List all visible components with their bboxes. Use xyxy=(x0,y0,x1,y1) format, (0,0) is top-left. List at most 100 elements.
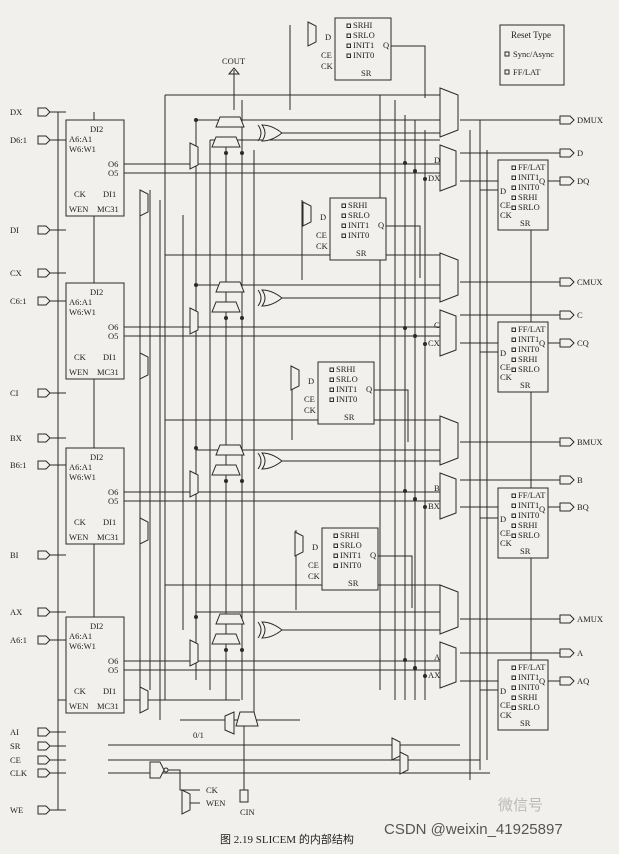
lut-addr: A6:A1 xyxy=(69,134,92,144)
option-box xyxy=(511,705,516,710)
xor-gate xyxy=(261,621,283,639)
option-srlo: SRLO xyxy=(353,30,375,40)
lut-mux xyxy=(139,686,149,714)
reg-d: D xyxy=(325,32,331,42)
lut-wen: WEN xyxy=(69,367,88,377)
reg-sr: SR xyxy=(348,578,359,588)
junction-dot xyxy=(194,283,198,287)
option-box xyxy=(511,367,516,372)
carry-mux xyxy=(215,444,245,456)
reg-input-mux xyxy=(302,201,312,227)
cout-label: COUT xyxy=(222,56,246,66)
reg-ce: CE xyxy=(321,50,332,60)
output-mux xyxy=(439,584,459,635)
output-chevron xyxy=(559,148,575,158)
input-port-b61: B6:1 xyxy=(10,460,66,470)
reg-sr: SR xyxy=(520,380,531,390)
reg-q-wire xyxy=(391,45,426,98)
lut-waddr: W6:W1 xyxy=(69,307,96,317)
junction-dot xyxy=(423,505,427,509)
input-chevron xyxy=(37,107,51,117)
register-box xyxy=(317,361,375,425)
mux-label: AX xyxy=(428,670,440,680)
option-box xyxy=(341,203,346,208)
reg-q: Q xyxy=(378,220,384,230)
carry-stage-c: CXC xyxy=(189,252,459,357)
option-box xyxy=(511,195,516,200)
option-box xyxy=(511,695,516,700)
input-label: B6:1 xyxy=(10,460,27,470)
lut-waddr: W6:W1 xyxy=(69,641,96,651)
junction-dot xyxy=(403,489,407,493)
input-port-d61: D6:1 xyxy=(10,135,66,145)
output-port-c: C xyxy=(460,310,583,320)
carry-node-label: B xyxy=(434,483,440,493)
lut-ck: CK xyxy=(74,352,87,362)
reg-d: D xyxy=(500,686,506,696)
option-ff-lat: FF/LAT xyxy=(518,162,546,172)
carry-stage-d: DXD xyxy=(189,87,459,192)
output-chevron xyxy=(559,115,575,125)
lut-mc31: MC31 xyxy=(97,701,119,711)
zero-one-label: 0/1 xyxy=(193,730,204,740)
lut-addr: A6:A1 xyxy=(69,462,92,472)
xor-gate xyxy=(261,124,283,142)
left-inputs: DXD6:1DICXC6:1CIBXB6:1BIAXA6:1AISRCECLKW… xyxy=(10,107,66,815)
lut-box xyxy=(65,119,125,217)
lut-box xyxy=(65,282,125,380)
option-box xyxy=(341,213,346,218)
lut-o6: O6 xyxy=(108,159,118,169)
input-mux xyxy=(189,142,199,170)
reg-ck: CK xyxy=(304,405,317,415)
output-port-dmux: DMUX xyxy=(460,115,603,125)
reg-sr: SR xyxy=(344,412,355,422)
output-label: DMUX xyxy=(577,115,603,125)
option-srlo: SRLO xyxy=(348,210,370,220)
input-label: DI xyxy=(10,225,19,235)
input-chevron xyxy=(37,388,51,398)
lut-di1: DI1 xyxy=(103,189,116,199)
mux-label: CX xyxy=(428,338,440,348)
input-mux xyxy=(189,639,199,667)
carry-node-label: D xyxy=(434,155,440,165)
option-box xyxy=(511,513,516,518)
xor-back xyxy=(257,621,262,639)
input-port-ai: AI xyxy=(10,727,66,737)
lut-mc31: MC31 xyxy=(97,204,119,214)
lut-mux xyxy=(139,189,149,217)
option-box xyxy=(341,233,346,238)
reg-d: D xyxy=(312,542,318,552)
option-srlo: SRLO xyxy=(340,540,362,550)
lut-wen: WEN xyxy=(69,204,88,214)
input-mux xyxy=(189,470,199,498)
junction-dot xyxy=(194,446,198,450)
reg-q-wire xyxy=(378,555,413,608)
reg-d: D xyxy=(500,186,506,196)
option-init0: INIT0 xyxy=(353,50,374,60)
carry-stage-b: BXB xyxy=(189,415,459,520)
junction-dot xyxy=(413,497,417,501)
option-init1: INIT1 xyxy=(518,172,539,182)
reg-ck: CK xyxy=(500,710,513,720)
option-box xyxy=(511,523,516,528)
lut-o5: O5 xyxy=(108,331,118,341)
input-label: CX xyxy=(10,268,22,278)
register-box xyxy=(329,197,387,261)
option-srhi: SRHI xyxy=(518,192,538,202)
option-box xyxy=(341,223,346,228)
carry-mux-2 xyxy=(211,464,241,476)
option-box xyxy=(346,23,351,28)
lut-di2: DI2 xyxy=(90,621,103,631)
input-port-a61: A6:1 xyxy=(10,635,66,645)
bottom-ck-label: CK xyxy=(206,785,219,795)
output-port-bmux: BMUX xyxy=(460,437,603,447)
reset-type-title: Reset Type xyxy=(511,30,551,40)
option-srhi: SRHI xyxy=(518,354,538,364)
srhi-registers: SRHISRLOINIT1INIT0DCECKQSRSRHISRLOINIT1I… xyxy=(290,17,426,608)
register-box xyxy=(334,17,392,81)
